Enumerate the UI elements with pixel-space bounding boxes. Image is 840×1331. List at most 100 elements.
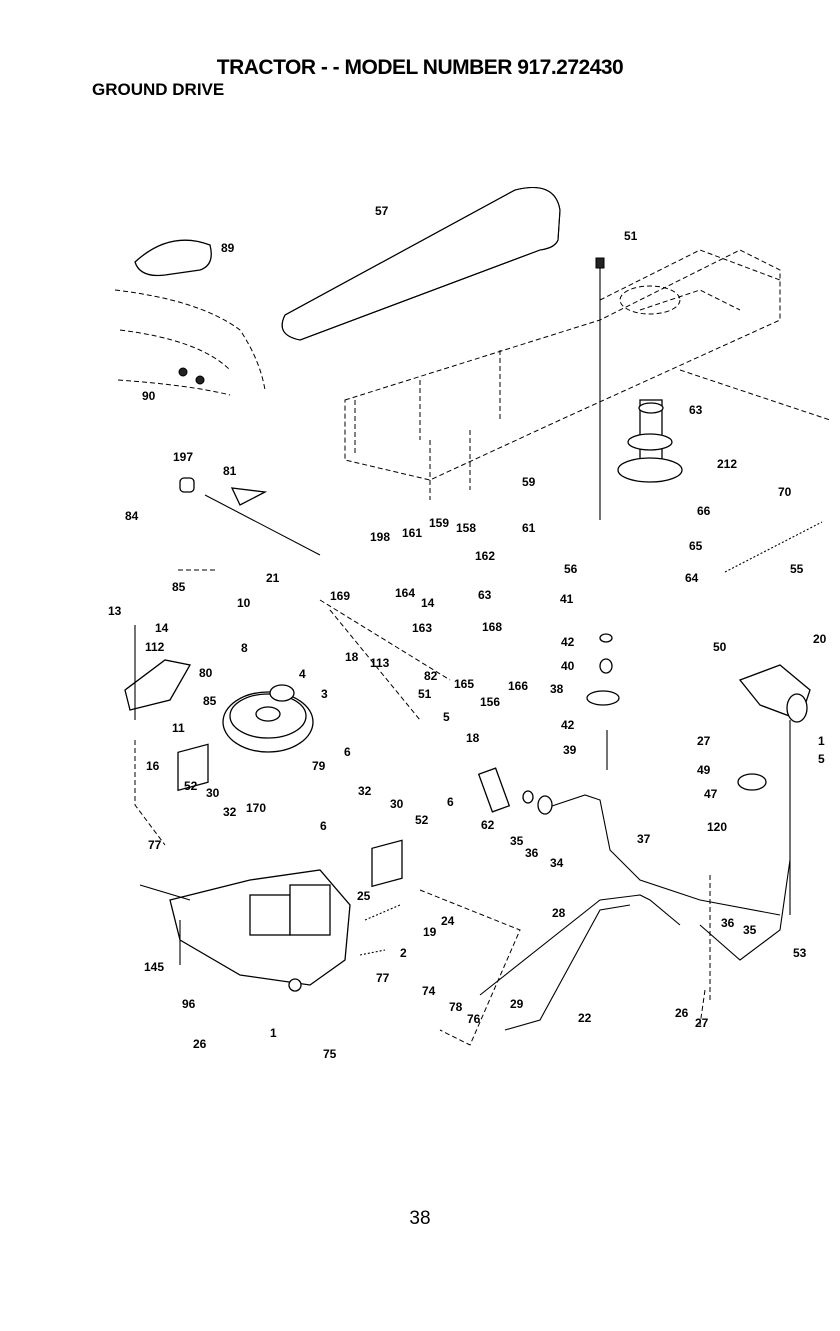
callout: 39 bbox=[563, 743, 577, 757]
callout: 51 bbox=[418, 687, 432, 701]
callout: 85 bbox=[203, 694, 217, 708]
callout: 112 bbox=[145, 640, 165, 654]
callout: 166 bbox=[508, 679, 528, 693]
callout: 113 bbox=[370, 656, 390, 670]
callout: 26 bbox=[193, 1037, 207, 1051]
callout: 63 bbox=[478, 588, 492, 602]
callout: 82 bbox=[424, 669, 438, 683]
callout: 85 bbox=[172, 580, 186, 594]
callout: 2 bbox=[400, 946, 407, 960]
callout: 50 bbox=[713, 640, 727, 654]
tractor-frame bbox=[344, 249, 831, 500]
callout: 55 bbox=[790, 562, 804, 576]
callout: 42 bbox=[561, 718, 575, 732]
callout: 10 bbox=[237, 596, 251, 610]
callout: 8 bbox=[241, 641, 248, 655]
callout: 51 bbox=[624, 229, 638, 243]
idler-bracket bbox=[737, 664, 811, 915]
callout: 165 bbox=[454, 677, 474, 691]
callout: 22 bbox=[578, 1011, 592, 1025]
callout: 19 bbox=[423, 925, 437, 939]
callout: 53 bbox=[793, 946, 807, 960]
callout: 63 bbox=[689, 403, 703, 417]
callout: 32 bbox=[358, 784, 372, 798]
callout: 27 bbox=[695, 1016, 709, 1030]
callout: 20 bbox=[813, 632, 827, 646]
callout: 90 bbox=[142, 389, 156, 403]
callout: 96 bbox=[182, 997, 196, 1011]
transmission-pulley bbox=[222, 684, 314, 753]
callout: 49 bbox=[697, 763, 711, 777]
page-number: 38 bbox=[409, 1208, 431, 1229]
callout: 56 bbox=[564, 562, 578, 576]
callout: 59 bbox=[522, 475, 536, 489]
drive-belt bbox=[281, 186, 561, 341]
linkage-rods bbox=[477, 767, 791, 1031]
callout: 1 bbox=[818, 734, 825, 748]
callout: 52 bbox=[184, 779, 198, 793]
callout: 14 bbox=[155, 621, 169, 635]
callout: 38 bbox=[550, 682, 564, 696]
callout: 162 bbox=[475, 549, 495, 563]
callout: 89 bbox=[221, 241, 235, 255]
callout: 3 bbox=[321, 687, 328, 701]
callout: 42 bbox=[561, 635, 575, 649]
idler-pulley bbox=[586, 633, 620, 770]
mounting-plates bbox=[177, 743, 403, 888]
callout: 27 bbox=[697, 734, 711, 748]
callout: 1 bbox=[270, 1026, 277, 1040]
callout: 36 bbox=[525, 846, 539, 860]
callout: 6 bbox=[447, 795, 454, 809]
callout: 34 bbox=[550, 856, 564, 870]
guide-lines bbox=[134, 569, 711, 1046]
callout: 29 bbox=[510, 997, 524, 1011]
callout: 64 bbox=[685, 571, 699, 585]
callout: 28 bbox=[552, 906, 566, 920]
callout: 212 bbox=[717, 457, 737, 471]
callout: 18 bbox=[345, 650, 359, 664]
callout: 161 bbox=[402, 526, 422, 540]
callout: 13 bbox=[108, 604, 122, 618]
pulley-stack bbox=[595, 257, 683, 520]
callout: 164 bbox=[395, 586, 415, 600]
callout: 197 bbox=[173, 450, 193, 464]
callout: 41 bbox=[560, 592, 574, 606]
callout: 77 bbox=[148, 838, 162, 852]
spring bbox=[724, 521, 823, 573]
section-title: GROUND DRIVE bbox=[92, 80, 225, 99]
callout: 16 bbox=[146, 759, 160, 773]
callout: 170 bbox=[246, 801, 266, 815]
callout: 25 bbox=[357, 889, 371, 903]
callout: 26 bbox=[675, 1006, 689, 1020]
shaft bbox=[179, 477, 321, 556]
callout: 6 bbox=[320, 819, 327, 833]
callout: 36 bbox=[721, 916, 735, 930]
callout: 52 bbox=[415, 813, 429, 827]
callout: 80 bbox=[199, 666, 213, 680]
callout: 18 bbox=[466, 731, 480, 745]
callout: 74 bbox=[422, 984, 436, 998]
callout: 79 bbox=[312, 759, 326, 773]
callout: 40 bbox=[561, 659, 575, 673]
callout: 5 bbox=[443, 710, 450, 724]
callout: 76 bbox=[467, 1012, 481, 1026]
callout: 198 bbox=[370, 530, 390, 544]
callout: 159 bbox=[429, 516, 449, 530]
callout: 84 bbox=[125, 509, 139, 523]
callout: 65 bbox=[689, 539, 703, 553]
callout: 5 bbox=[818, 752, 825, 766]
callout: 30 bbox=[390, 797, 404, 811]
callout: 156 bbox=[480, 695, 500, 709]
callout: 21 bbox=[266, 571, 280, 585]
callout: 169 bbox=[330, 589, 350, 603]
bracket bbox=[124, 625, 192, 720]
transaxle bbox=[139, 869, 351, 992]
callout: 24 bbox=[441, 914, 455, 928]
callout: 4 bbox=[299, 667, 306, 681]
callout: 30 bbox=[206, 786, 220, 800]
callout: 70 bbox=[778, 485, 792, 499]
callout: 47 bbox=[704, 787, 718, 801]
callout: 11 bbox=[172, 721, 185, 735]
callout: 66 bbox=[697, 504, 711, 518]
